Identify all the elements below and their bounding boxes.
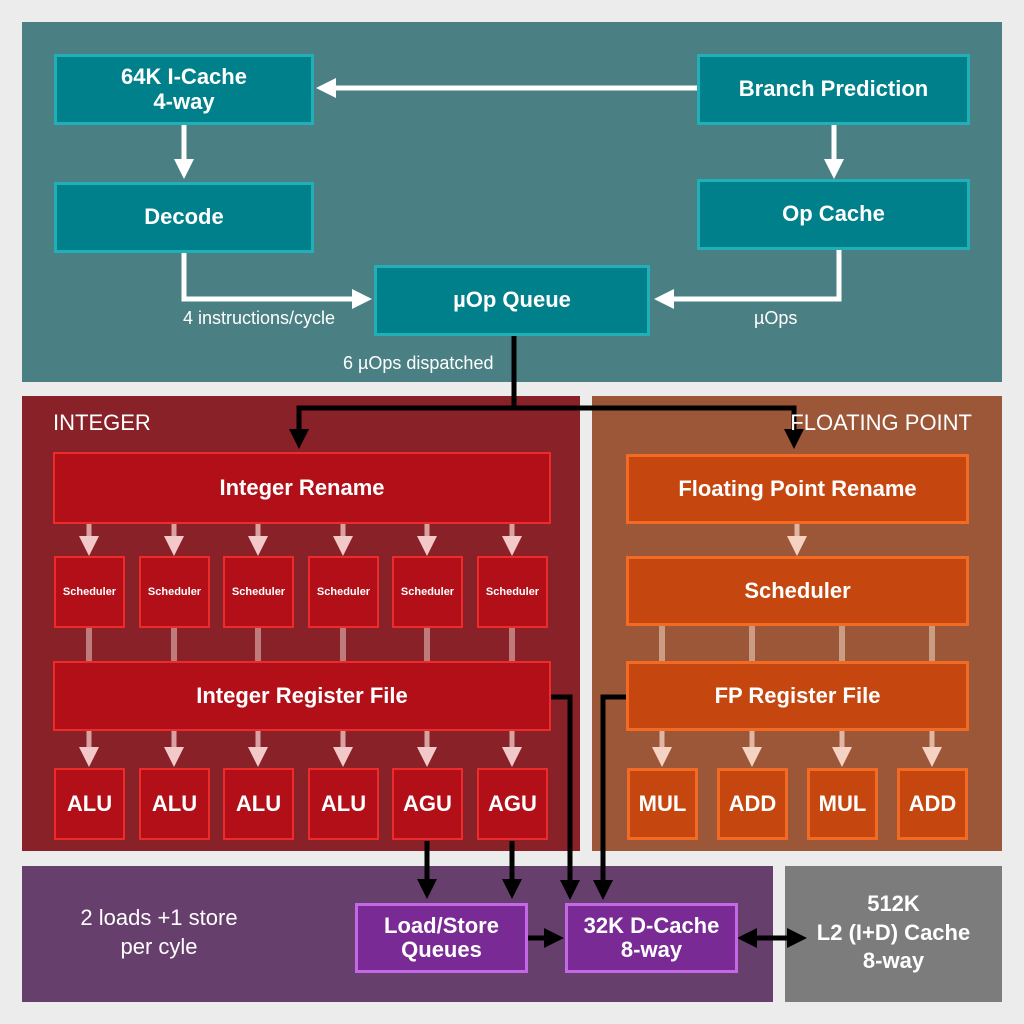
integer-unit-alu-3: ALU — [223, 768, 294, 840]
integer-register-file-box: Integer Register File — [53, 661, 551, 731]
fp-register-file-label: FP Register File — [714, 682, 881, 708]
unit-label: ADD — [728, 790, 777, 816]
fp-unit-mul-2: MUL — [807, 768, 878, 840]
fp-unit-add-1: ADD — [717, 768, 788, 840]
unit-label: ALU — [320, 790, 367, 816]
op-cache-box: Op Cache — [697, 179, 970, 250]
l2-label-line1: 512K — [867, 891, 920, 916]
unit-label: MUL — [638, 790, 687, 816]
memory-note-line2: per cyle — [120, 933, 198, 959]
memory-note: 2 loads +1 store per cyle — [54, 904, 264, 961]
integer-unit-agu-1: AGU — [392, 768, 463, 840]
integer-rename-label: Integer Rename — [219, 474, 385, 500]
icache-box: 64K I-Cache 4-way — [54, 54, 314, 125]
scheduler-label: Scheduler — [147, 585, 202, 598]
uop-queue-box: µOp Queue — [374, 265, 650, 336]
icache-label-line2: 4-way — [153, 88, 215, 114]
dispatch-label: 6 µOps dispatched — [343, 353, 494, 373]
dcache-label-line1: 32K D-Cache — [583, 912, 720, 938]
fp-rename-label: Floating Point Rename — [678, 475, 917, 501]
fp-scheduler-box: Scheduler — [626, 556, 969, 626]
uops-label: µOps — [754, 308, 798, 328]
l2-label-line3: 8-way — [862, 948, 925, 974]
load-store-queues-box: Load/Store Queues — [355, 903, 528, 973]
integer-unit-alu-1: ALU — [54, 768, 125, 840]
op-cache-label: Op Cache — [782, 201, 885, 227]
decode-box: Decode — [54, 182, 314, 253]
scheduler-label: Scheduler — [316, 585, 371, 598]
dcache-label-line2: 8-way — [620, 937, 683, 962]
integer-unit-agu-2: AGU — [477, 768, 548, 840]
integer-rename-box: Integer Rename — [53, 452, 551, 524]
decode-rate-label: 4 instructions/cycle — [183, 308, 336, 328]
fp-rename-box: Floating Point Rename — [626, 454, 969, 524]
fp-register-file-box: FP Register File — [626, 661, 969, 731]
integer-unit-alu-4: ALU — [308, 768, 379, 840]
scheduler-label: Scheduler — [400, 585, 455, 598]
integer-scheduler-4: Scheduler — [308, 556, 379, 628]
unit-label: MUL — [818, 790, 867, 816]
branch-prediction-label: Branch Prediction — [738, 76, 929, 102]
integer-scheduler-3: Scheduler — [223, 556, 294, 628]
integer-scheduler-6: Scheduler — [477, 556, 548, 628]
integer-scheduler-5: Scheduler — [392, 556, 463, 628]
scheduler-label: Scheduler — [62, 585, 117, 598]
uop-queue-label: µOp Queue — [453, 287, 571, 313]
icache-label-line1: 64K I-Cache — [121, 64, 247, 90]
unit-label: ALU — [151, 790, 198, 816]
lsq-label-line1: Load/Store — [384, 912, 499, 938]
unit-label: ALU — [235, 790, 282, 816]
lsq-label-line2: Queues — [401, 937, 482, 962]
unit-label: AGU — [403, 790, 452, 816]
scheduler-label: Scheduler — [231, 585, 286, 598]
integer-unit-alu-2: ALU — [139, 768, 210, 840]
scheduler-label: Scheduler — [485, 585, 540, 598]
integer-register-file-label: Integer Register File — [196, 682, 408, 708]
branch-prediction-box: Branch Prediction — [697, 54, 970, 125]
unit-label: ADD — [908, 790, 957, 816]
fp-unit-mul-1: MUL — [627, 768, 698, 840]
l2-label-line2: L2 (I+D) Cache — [816, 919, 971, 945]
integer-scheduler-2: Scheduler — [139, 556, 210, 628]
floating-point-title: FLOATING POINT — [790, 410, 972, 435]
fp-unit-add-2: ADD — [897, 768, 968, 840]
unit-label: ALU — [66, 790, 113, 816]
unit-label: AGU — [488, 790, 537, 816]
dcache-box: 32K D-Cache 8-way — [565, 903, 738, 973]
l2-cache-label: 512K L2 (I+D) Cache 8-way — [785, 890, 1002, 976]
decode-label: Decode — [144, 204, 224, 230]
memory-note-line1: 2 loads +1 store — [80, 905, 238, 930]
fp-scheduler-label: Scheduler — [744, 577, 851, 603]
integer-scheduler-1: Scheduler — [54, 556, 125, 628]
integer-title: INTEGER — [53, 410, 151, 435]
l2-region — [785, 866, 1002, 1002]
